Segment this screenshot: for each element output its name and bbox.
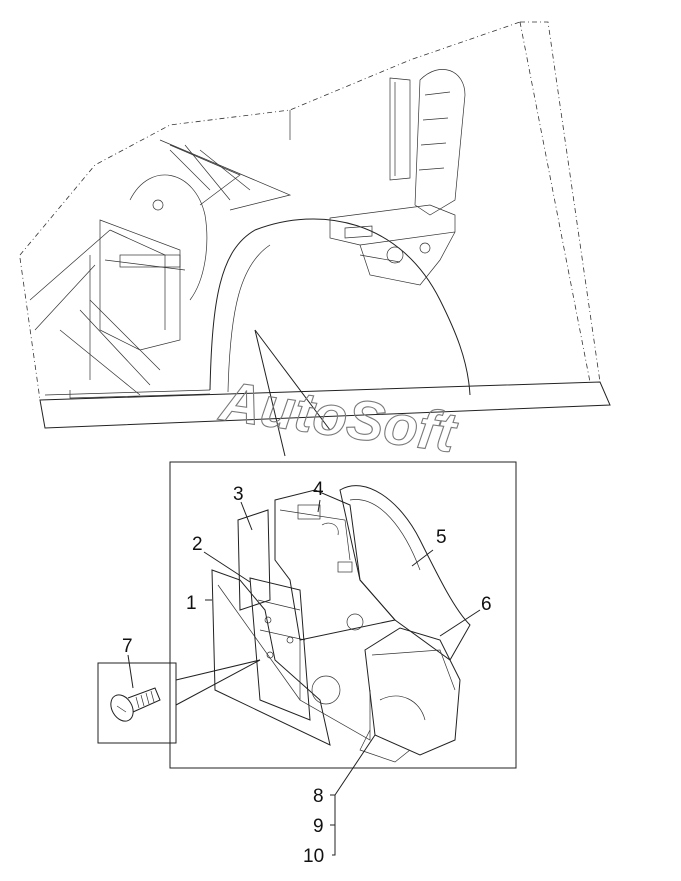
callout-1: 1 — [186, 593, 197, 614]
bolt-detail-box — [97, 662, 177, 744]
leader-lines — [127, 499, 481, 856]
callouts: 1 2 3 4 5 6 7 8 9 10 — [122, 479, 492, 867]
callout-10: 10 — [303, 846, 324, 867]
callout-4: 4 — [313, 479, 324, 500]
callout-3: 3 — [233, 484, 244, 505]
callout-9: 9 — [313, 816, 324, 837]
callout-8: 8 — [313, 786, 324, 807]
detail-frame — [169, 461, 517, 769]
console-assembly-drawing — [211, 485, 471, 763]
bolt-pointer — [175, 659, 261, 706]
cab-overview-drawing — [19, 21, 611, 457]
callout-5: 5 — [436, 527, 447, 548]
callout-2: 2 — [192, 534, 203, 555]
bolt-icon — [110, 687, 161, 722]
callout-7: 7 — [122, 636, 133, 657]
callout-6: 6 — [481, 594, 492, 615]
watermark: AutoSoft — [215, 369, 462, 465]
